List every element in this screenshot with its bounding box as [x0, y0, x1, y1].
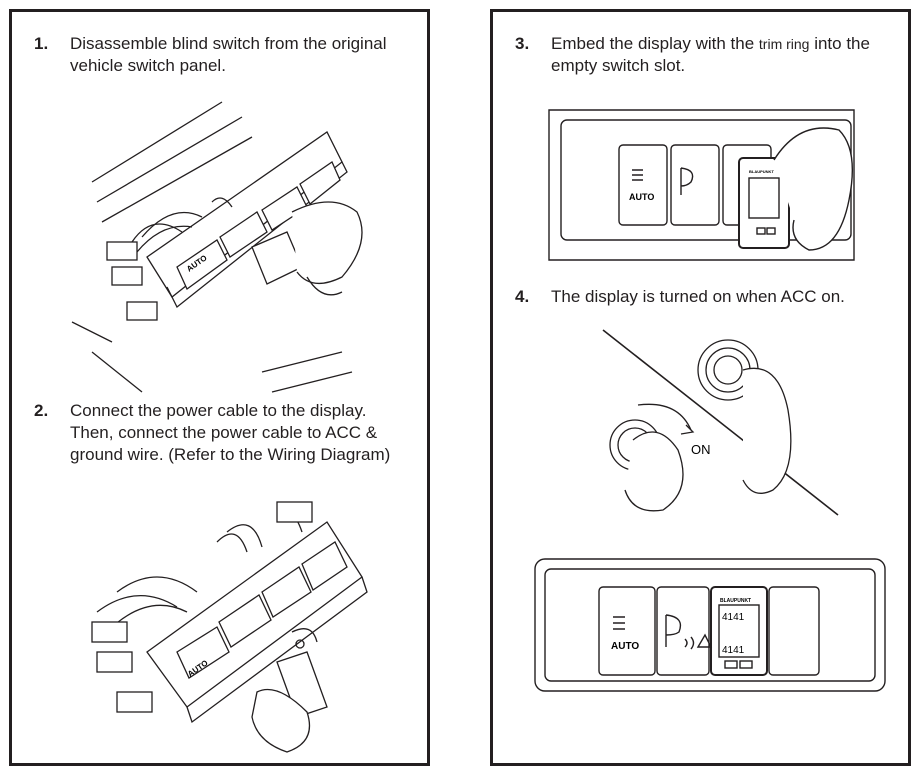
- illustration-acc-on: ON: [602, 329, 839, 516]
- left-instruction-panel: 1. Disassemble blind switch from the ori…: [9, 9, 430, 766]
- illustration-embed-display: AUTO BLAUPUNKT: [548, 109, 855, 261]
- display-digits-a: 4141: [722, 612, 745, 623]
- step-1-line-1: Disassemble blind switch from the origin…: [70, 34, 387, 53]
- auto-label-4: AUTO: [611, 641, 639, 652]
- step-3-trim-ring: trim ring: [758, 36, 810, 52]
- step-2-line-3: ground wire. (Refer to the Wiring Diagra…: [70, 445, 391, 464]
- step-2-line-2: Then, connect the power cable to ACC &: [70, 423, 378, 442]
- display-digits-b: 4141: [722, 645, 745, 656]
- step-2-number: 2.: [34, 401, 49, 420]
- step-3-number: 3.: [515, 34, 530, 53]
- step-4-number: 4.: [515, 287, 530, 306]
- step-4-line-1: The display is turned on when ACC on.: [551, 287, 845, 306]
- step-3-line-1a: Embed the display with the: [551, 34, 759, 53]
- step-3-line-2: empty switch slot.: [551, 56, 686, 75]
- step-1-number: 1.: [34, 34, 49, 53]
- right-instruction-panel: 3. Embed the display with the trim ring …: [490, 9, 911, 766]
- on-label: ON: [691, 442, 711, 457]
- illustration-disassemble-switch: AUTO: [71, 101, 363, 393]
- brand-label-2: BLAUPUNKT: [720, 598, 751, 604]
- step-2-line-1: Connect the power cable to the display.: [70, 401, 367, 420]
- step-1-line-2: vehicle switch panel.: [70, 56, 226, 75]
- auto-label-3: AUTO: [629, 192, 654, 202]
- brand-label-1: BLAUPUNKT: [749, 169, 774, 174]
- illustration-connect-cable: AUTO: [91, 501, 368, 753]
- illustration-display-on: AUTO BLAUPUNKT 4141 4141: [534, 558, 886, 692]
- step-3-line-1b: into the: [809, 34, 870, 53]
